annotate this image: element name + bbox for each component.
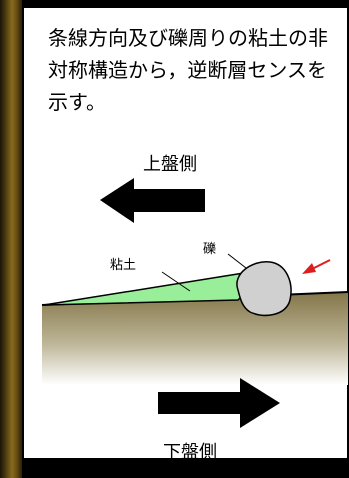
hanging-wall-arrow (100, 178, 205, 223)
clay-label: 粘土 (110, 258, 137, 273)
fault-diagram (41, 178, 349, 428)
pebble (236, 261, 292, 316)
background-strip (0, 0, 22, 478)
pebble-label: 礫 (203, 242, 217, 257)
hanging-wall-label: 上盤側 (143, 154, 197, 175)
red-arrow-shaft (311, 259, 331, 270)
clay-leader (161, 271, 191, 292)
figure-description: 条線方向及び礫周りの粘土の非対称構造から，逆断層センスを示す。 (48, 26, 328, 114)
footwall-label: 下盤側 (163, 442, 217, 463)
red-arrow-head (302, 263, 316, 274)
clay-wedge (43, 271, 251, 306)
footwall-arrow (158, 378, 280, 428)
pebble-leader (227, 253, 247, 269)
ground-block (42, 292, 348, 385)
